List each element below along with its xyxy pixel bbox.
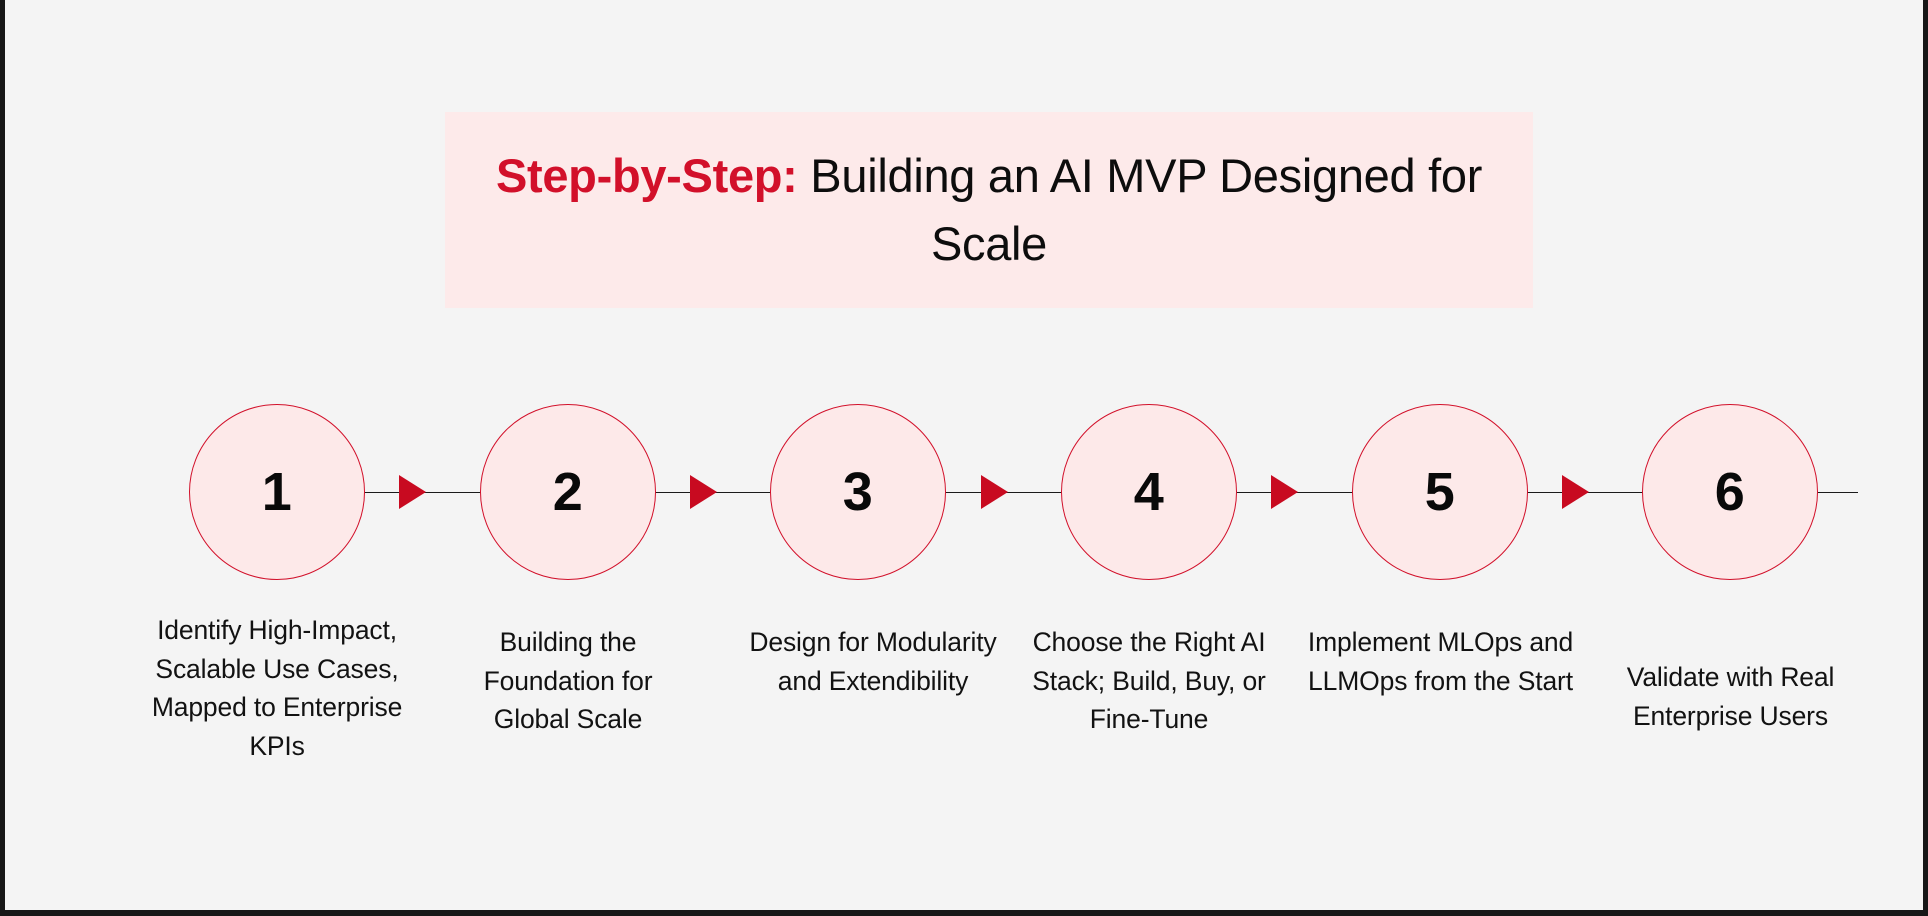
step-node-5[interactable]: 5 bbox=[1352, 404, 1528, 580]
arrow-icon-4-5 bbox=[1271, 475, 1298, 509]
title-main-text: Building an AI MVP Designed for Scale bbox=[797, 149, 1483, 270]
arrow-icon-5-6 bbox=[1562, 475, 1589, 509]
step-node-6[interactable]: 6 bbox=[1642, 404, 1818, 580]
connector-line-5-6 bbox=[1527, 492, 1750, 493]
connector-line-1-2 bbox=[365, 492, 588, 493]
arrow-icon-3-4 bbox=[981, 475, 1008, 509]
title-banner: Step-by-Step: Building an AI MVP Designe… bbox=[445, 112, 1533, 308]
step-node-2[interactable]: 2 bbox=[480, 404, 656, 580]
step-node-1[interactable]: 1 bbox=[189, 404, 365, 580]
step-label-5: Implement MLOps and LLMOps from the Star… bbox=[1307, 627, 1574, 696]
step-number-4: 4 bbox=[1133, 462, 1165, 522]
connector-line-3-4 bbox=[946, 492, 1169, 493]
page-title: Step-by-Step: Building an AI MVP Designe… bbox=[445, 142, 1533, 277]
step-number-6: 6 bbox=[1714, 462, 1746, 522]
step-number-1: 1 bbox=[261, 462, 293, 522]
step-number-5: 5 bbox=[1424, 462, 1456, 522]
title-accent-text: Step-by-Step: bbox=[495, 149, 798, 203]
process-flow-diagram: 1 2 3 4 5 6 Identify High-Impact, Scalab… bbox=[5, 0, 1923, 910]
connector-line-tail bbox=[1818, 492, 1858, 493]
step-number-3: 3 bbox=[842, 462, 874, 522]
step-node-4[interactable]: 4 bbox=[1061, 404, 1237, 580]
arrow-icon-2-3 bbox=[690, 475, 717, 509]
arrow-icon-1-2 bbox=[399, 475, 426, 509]
step-label-6: Validate with Real Enterprise Users bbox=[1626, 662, 1835, 731]
step-label-3: Design for Modularity and Extendibility bbox=[749, 627, 997, 696]
connector-line-4-5 bbox=[1237, 492, 1460, 493]
step-label-4: Choose the Right AI Stack; Build, Buy, o… bbox=[1032, 627, 1266, 735]
step-node-3[interactable]: 3 bbox=[770, 404, 946, 580]
step-number-2: 2 bbox=[552, 462, 584, 522]
connector-line-2-3 bbox=[655, 492, 878, 493]
step-label-2: Building the Foundation for Global Scale bbox=[483, 627, 653, 735]
step-label-1: Identify High-Impact, Scalable Use Cases… bbox=[151, 615, 403, 762]
